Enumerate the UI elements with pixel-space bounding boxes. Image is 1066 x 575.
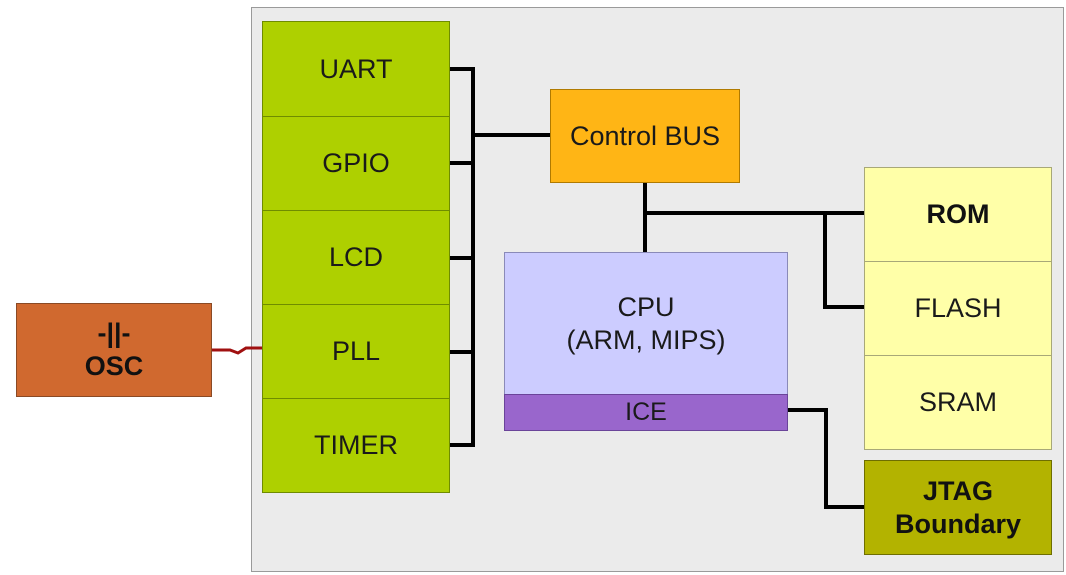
jtag-boundary-block: JTAG Boundary [864,460,1052,555]
sram-label: SRAM [918,387,997,418]
osc-symbol: -||- [97,318,131,349]
cpu-label: CPU [617,291,675,322]
cpu-arch-label: (ARM, MIPS) [566,324,726,355]
flash-block: FLASH [864,261,1052,356]
cpu-block: CPU (ARM, MIPS) [504,252,788,395]
ice-label: ICE [625,398,667,427]
rom-label: ROM [926,199,990,230]
timer-label: TIMER [314,430,398,461]
pll-block: PLL [262,304,450,399]
control-bus-block: Control BUS [550,89,740,183]
ice-block: ICE [504,394,788,431]
boundary-label: Boundary [894,508,1021,539]
lcd-block: LCD [262,210,450,305]
rom-block: ROM [864,167,1052,262]
gpio-label: GPIO [322,148,390,179]
sram-block: SRAM [864,355,1052,450]
osc-label: OSC [84,351,144,381]
uart-label: UART [319,53,393,84]
lcd-label: LCD [328,242,383,273]
flash-label: FLASH [914,293,1002,324]
jtag-label: JTAG [922,475,993,506]
uart-block: UART [262,21,450,117]
control-bus-label: Control BUS [569,120,721,151]
gpio-block: GPIO [262,116,450,211]
pll-label: PLL [331,336,381,367]
timer-block: TIMER [262,398,450,493]
osc-pll-wire [212,346,262,355]
flash-branch-line [823,213,864,309]
osc-block: -||- OSC [16,303,212,397]
ice-jtag-line [787,408,864,509]
